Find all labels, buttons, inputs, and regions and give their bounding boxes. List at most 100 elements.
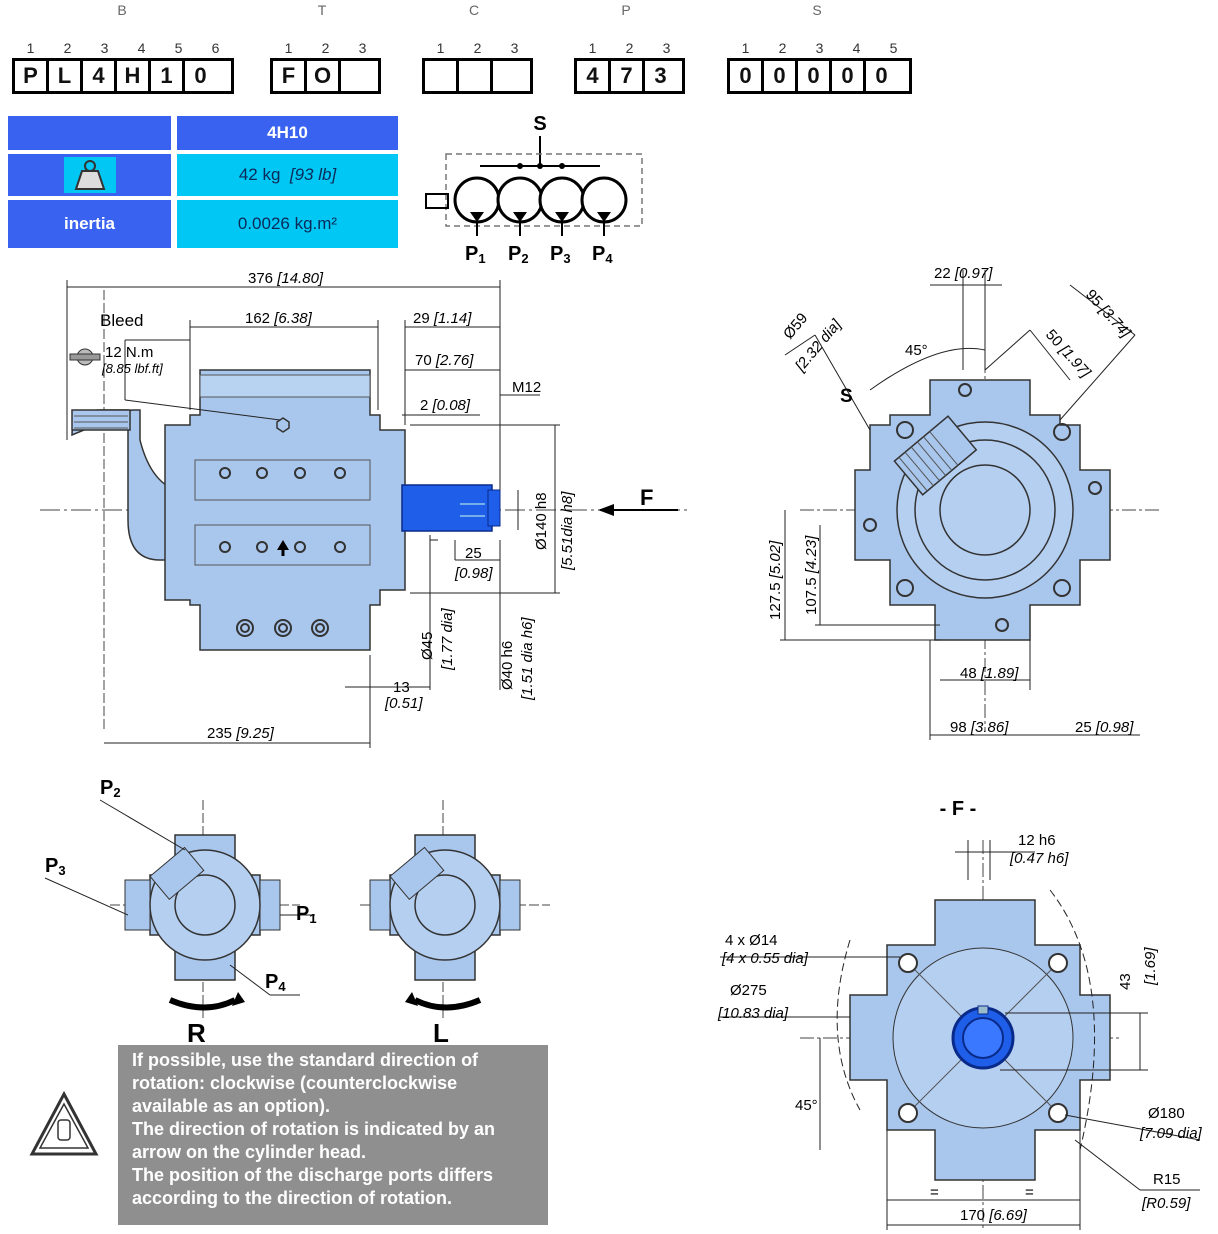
digit-index: 4 bbox=[137, 40, 146, 56]
dim-25-in: [0.98] bbox=[454, 565, 493, 582]
torque-imperial: [8.85 lbf.ft] bbox=[101, 361, 163, 376]
code-box: F bbox=[273, 61, 307, 91]
note-line: according to the direction of rotation. bbox=[132, 1188, 453, 1208]
supply-s-label: S bbox=[840, 386, 853, 407]
code-box bbox=[425, 61, 459, 91]
dim-180-in: [7.09 dia] bbox=[1139, 1125, 1203, 1142]
front-angle-label: 45° bbox=[795, 1097, 818, 1114]
dim-48: 48 [1.89] bbox=[960, 665, 1019, 682]
code-box: 1 bbox=[151, 61, 185, 91]
digit-index: 1 bbox=[436, 40, 445, 56]
dim-13-in: [0.51] bbox=[384, 695, 423, 712]
group-letter: C bbox=[468, 2, 480, 18]
note-line: rotation: clockwise (counterclockwise bbox=[132, 1073, 458, 1093]
warning-hand-icon bbox=[29, 1090, 99, 1156]
code-box: 0 bbox=[798, 61, 832, 91]
digit-index: 5 bbox=[174, 40, 183, 56]
dim-140-in: [5.51dia h8] bbox=[559, 491, 576, 571]
code-group-b: B 1 2 3 4 5 6 P L 4 H 1 0 bbox=[12, 2, 234, 94]
port-p3-label: P3 bbox=[550, 243, 571, 266]
note-line: If possible, use the standard direction … bbox=[132, 1050, 479, 1070]
digit-index: 3 bbox=[100, 40, 109, 56]
radius-label-in: [R0.59] bbox=[1141, 1195, 1191, 1212]
rotation-left-view bbox=[360, 800, 550, 1020]
view-f-label: F bbox=[640, 485, 653, 510]
dim-43-in: [1.69] bbox=[1142, 947, 1159, 986]
digit-index: 3 bbox=[510, 40, 519, 56]
digit-index: 3 bbox=[358, 40, 367, 56]
code-box bbox=[493, 61, 524, 91]
weight-cell: 42 kg [93 lb] bbox=[177, 154, 398, 196]
dim-45: Ø45 bbox=[419, 632, 436, 660]
digit-index: 2 bbox=[63, 40, 72, 56]
code-group-t: T 1 2 3 F O bbox=[270, 2, 381, 94]
port-p2-callout: P2 bbox=[100, 777, 121, 800]
code-box: H bbox=[117, 61, 151, 91]
equal-mark-left: = bbox=[930, 1184, 939, 1201]
output-shaft bbox=[401, 484, 493, 532]
code-box: 0 bbox=[764, 61, 798, 91]
group-letter: S bbox=[812, 2, 822, 18]
pcd-label: Ø275 bbox=[730, 982, 767, 999]
rotation-right-view bbox=[110, 800, 300, 1020]
front-view-title: - F - bbox=[940, 798, 977, 820]
rotation-note: If possible, use the standard direction … bbox=[118, 1045, 548, 1225]
code-box: P bbox=[15, 61, 49, 91]
code-box: 0 bbox=[730, 61, 764, 91]
front-mount-holes bbox=[898, 953, 1068, 1123]
digit-index: 1 bbox=[588, 40, 597, 56]
digit-index: 3 bbox=[662, 40, 671, 56]
dim-25-rear: 25 [0.98] bbox=[1075, 719, 1134, 736]
code-box: 0 bbox=[194, 63, 207, 88]
dim-key-in: [0.47 h6] bbox=[1009, 850, 1069, 867]
dim-98: 98 [3.86] bbox=[950, 719, 1009, 736]
angle-label: 45° bbox=[905, 342, 928, 359]
code-box bbox=[459, 61, 493, 91]
digit-index: 4 bbox=[852, 40, 861, 56]
weight-imperial: [93 lb] bbox=[289, 165, 337, 184]
note-line: arrow on the cylinder head. bbox=[132, 1142, 367, 1162]
dim-235: 235 [9.25] bbox=[207, 725, 275, 742]
code-box: 3 bbox=[654, 63, 667, 88]
dim-40: Ø40 h6 bbox=[499, 641, 516, 690]
rear-bolts bbox=[863, 383, 1102, 632]
port-p2-label: P2 bbox=[508, 243, 529, 266]
dim-key: 12 h6 bbox=[1018, 832, 1056, 849]
weight-icon bbox=[63, 157, 116, 193]
digit-index: 6 bbox=[211, 40, 220, 56]
bleed-plug-icon bbox=[276, 417, 290, 433]
inertia-label: inertia bbox=[8, 200, 171, 248]
group-letter: B bbox=[117, 2, 127, 18]
dim-70: 70 [2.76] bbox=[415, 352, 474, 369]
dim-40-in: [1.51 dia h6] bbox=[519, 617, 536, 701]
digit-index: 5 bbox=[889, 40, 898, 56]
bolt-holes bbox=[219, 467, 346, 637]
note-line: The position of the discharge ports diff… bbox=[132, 1165, 494, 1185]
dim-43: 43 bbox=[1117, 973, 1134, 990]
note-line: The direction of rotation is indicated b… bbox=[132, 1119, 496, 1139]
dim-13: 13 bbox=[393, 679, 410, 696]
port-p4-callout: P4 bbox=[265, 971, 286, 994]
port-p3-callout: P3 bbox=[45, 855, 66, 878]
dim-140: Ø140 h8 bbox=[533, 492, 550, 550]
dim-22: 22 [0.97] bbox=[934, 265, 993, 282]
digit-index: 2 bbox=[473, 40, 482, 56]
code-box: O bbox=[307, 61, 341, 91]
code-box: 0 bbox=[832, 61, 866, 91]
dim-29: 29 [1.14] bbox=[413, 310, 472, 327]
equal-mark-right: = bbox=[1025, 1184, 1034, 1201]
code-box bbox=[341, 61, 372, 91]
code-box: 4 bbox=[577, 61, 611, 91]
dim-95: 95 [3.74] bbox=[1082, 286, 1134, 341]
code-box: L bbox=[49, 61, 83, 91]
supply-port-fitting bbox=[893, 415, 978, 496]
dim-127: 127.5 [5.02] bbox=[767, 540, 784, 620]
dim-162: 162 [6.38] bbox=[245, 310, 313, 327]
digit-index: 2 bbox=[625, 40, 634, 56]
piston-symbols bbox=[453, 163, 628, 224]
code-box: 7 bbox=[611, 61, 645, 91]
dim-overall: 376 [14.80] bbox=[248, 270, 324, 287]
group-letter: T bbox=[317, 2, 327, 18]
dim-170: 170 [6.69] bbox=[960, 1207, 1028, 1224]
supply-label: S bbox=[533, 113, 546, 135]
